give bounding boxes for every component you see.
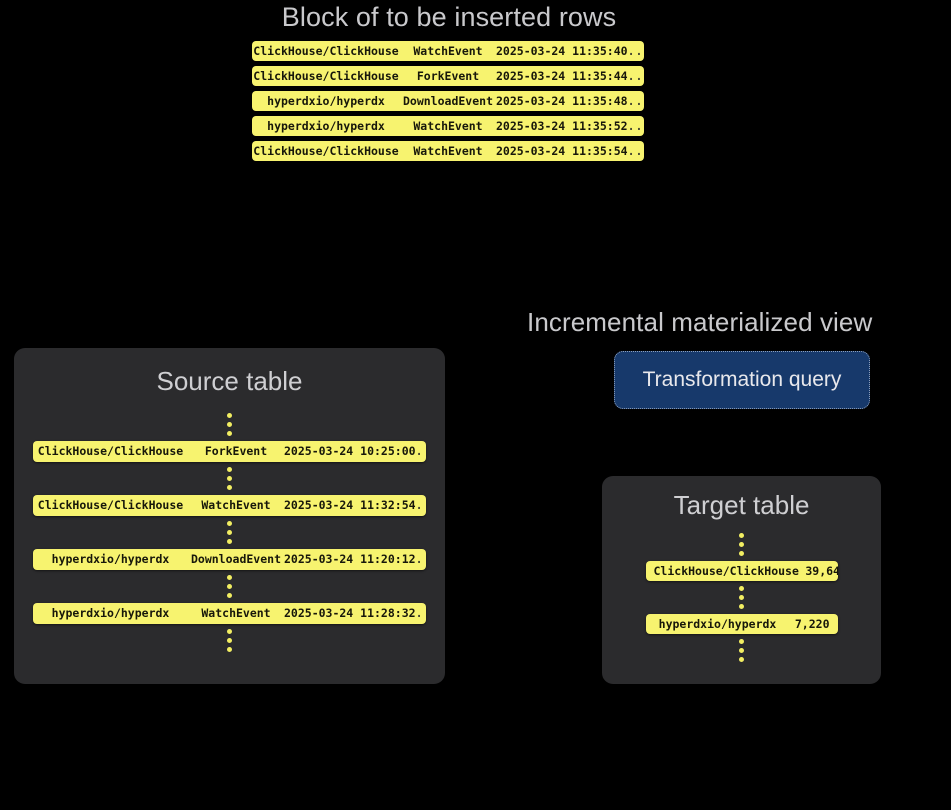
row-ellipsis: ... [627, 44, 644, 58]
row-event: DownloadEvent [402, 94, 493, 108]
row-timestamp: 2025-03-24 11:35:52 [496, 119, 628, 133]
row-event: DownloadEvent [190, 552, 281, 566]
dot [227, 539, 232, 544]
row-event: WatchEvent [201, 498, 271, 512]
vertical-ellipsis-dots [739, 586, 744, 609]
source-table-row: ClickHouse/ClickHouse ForkEvent 2025-03-… [33, 441, 426, 462]
row-event: ForkEvent [204, 444, 268, 458]
row-event: WatchEvent [413, 144, 483, 158]
vertical-ellipsis-dots [227, 575, 232, 598]
vertical-ellipsis-dots [739, 639, 744, 662]
block-row: ClickHouse/ClickHouse WatchEvent 2025-03… [252, 141, 644, 161]
dot [227, 575, 232, 580]
dot [227, 638, 232, 643]
dot [227, 413, 232, 418]
row-ellipsis: ... [415, 606, 426, 620]
row-event: WatchEvent [413, 119, 483, 133]
dot [227, 485, 232, 490]
row-ellipsis: ... [627, 144, 644, 158]
row-ellipsis: ... [415, 498, 426, 512]
target-table-row: ClickHouse/ClickHouse 39,640 [645, 561, 838, 581]
vertical-ellipsis-dots [227, 521, 232, 544]
row-repo: hyperdxio/hyperdx [51, 606, 170, 620]
row-timestamp: 2025-03-24 11:20:12 [284, 552, 416, 566]
source-table-rows: ClickHouse/ClickHouse ForkEvent 2025-03-… [14, 408, 445, 657]
dot [739, 551, 744, 556]
dot [739, 586, 744, 591]
row-event: ForkEvent [416, 69, 480, 83]
dot [227, 530, 232, 535]
row-repo: hyperdxio/hyperdx [267, 94, 385, 108]
source-table-row: ClickHouse/ClickHouse WatchEvent 2025-03… [33, 495, 426, 516]
dot [739, 542, 744, 547]
target-table-card: Target table ClickHouse/ClickHouse 39,64… [602, 476, 881, 684]
dot [227, 584, 232, 589]
dot [227, 593, 232, 598]
target-table-rows: ClickHouse/ClickHouse 39,640 hyperdxio/h… [602, 528, 881, 667]
row-count: 7,220 [794, 617, 830, 631]
dot [739, 595, 744, 600]
row-event: WatchEvent [201, 606, 271, 620]
row-ellipsis: ... [627, 94, 644, 108]
block-heading: Block of to be inserted rows [281, 2, 617, 32]
row-timestamp: 2025-03-24 11:28:32 [284, 606, 416, 620]
dot [227, 629, 232, 634]
block-row: hyperdxio/hyperdx WatchEvent 2025-03-24 … [252, 116, 644, 136]
row-timestamp: 2025-03-24 11:35:54 [496, 144, 628, 158]
row-repo: ClickHouse/ClickHouse [37, 498, 184, 512]
row-repo: ClickHouse/ClickHouse [253, 44, 399, 58]
block-row: hyperdxio/hyperdx DownloadEvent 2025-03-… [252, 91, 644, 111]
row-repo: ClickHouse/ClickHouse [253, 144, 399, 158]
row-timestamp: 2025-03-24 11:35:40 [496, 44, 628, 58]
row-timestamp: 2025-03-24 11:35:44 [496, 69, 628, 83]
row-repo: hyperdxio/hyperdx [51, 552, 170, 566]
dot [227, 422, 232, 427]
dot [739, 604, 744, 609]
row-repo: ClickHouse/ClickHouse [653, 564, 799, 578]
dot [739, 657, 744, 662]
dot [739, 639, 744, 644]
row-count: 39,640 [805, 564, 838, 578]
dot [739, 533, 744, 538]
vertical-ellipsis-dots [739, 533, 744, 556]
row-ellipsis: ... [627, 119, 644, 133]
vertical-ellipsis-dots [227, 413, 232, 436]
transformation-query-box[interactable]: Transformation query [614, 351, 870, 409]
vertical-ellipsis-dots [227, 629, 232, 652]
row-ellipsis: ... [415, 552, 426, 566]
materialized-view-heading: Incremental materialized view [527, 307, 873, 337]
row-repo: hyperdxio/hyperdx [658, 617, 777, 631]
transformation-query-label: Transformation query [642, 368, 842, 391]
row-timestamp: 2025-03-24 11:35:48 [496, 94, 628, 108]
row-timestamp: 2025-03-24 11:32:54 [284, 498, 416, 512]
dot [227, 476, 232, 481]
source-table-title: Source table [156, 366, 303, 396]
target-table-row: hyperdxio/hyperdx 7,220 [645, 614, 838, 634]
dot [227, 431, 232, 436]
source-table-row: hyperdxio/hyperdx WatchEvent 2025-03-24 … [33, 603, 426, 624]
row-repo: ClickHouse/ClickHouse [253, 69, 399, 83]
row-timestamp: 2025-03-24 10:25:00 [284, 444, 416, 458]
vertical-ellipsis-dots [227, 467, 232, 490]
source-table-row: hyperdxio/hyperdx DownloadEvent 2025-03-… [33, 549, 426, 570]
dot [739, 648, 744, 653]
dot [227, 521, 232, 526]
row-event: WatchEvent [413, 44, 483, 58]
row-ellipsis: ... [415, 444, 426, 458]
source-table-card: Source table ClickHouse/ClickHouse ForkE… [14, 348, 445, 684]
target-table-title: Target table [673, 490, 810, 520]
dot [227, 647, 232, 652]
block-row: ClickHouse/ClickHouse WatchEvent 2025-03… [252, 41, 644, 61]
row-ellipsis: ... [627, 69, 644, 83]
row-repo: ClickHouse/ClickHouse [37, 444, 184, 458]
row-repo: hyperdxio/hyperdx [267, 119, 385, 133]
block-row: ClickHouse/ClickHouse ForkEvent 2025-03-… [252, 66, 644, 86]
block-rows-list: ClickHouse/ClickHouse WatchEvent 2025-03… [252, 41, 644, 166]
dot [227, 467, 232, 472]
